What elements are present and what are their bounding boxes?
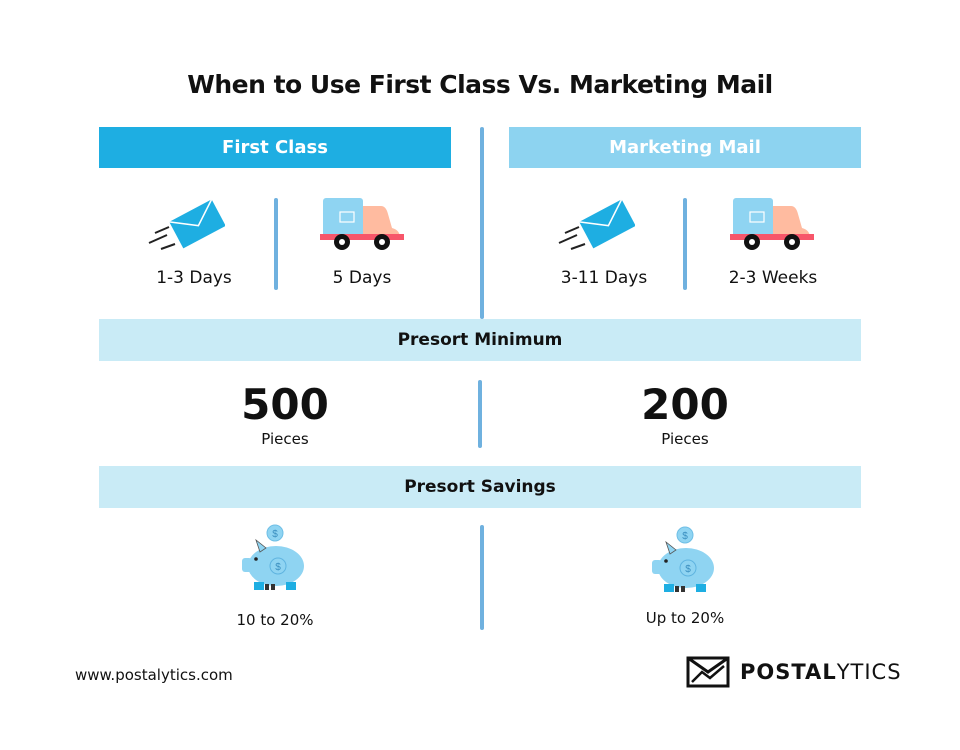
website-link[interactable]: www.postalytics.com <box>75 666 233 684</box>
flying-envelope-icon <box>148 199 225 250</box>
first-class-minimum-unit: Pieces <box>261 430 309 448</box>
first-class-header: First Class <box>99 127 451 168</box>
first-class-fast-label: 1-3 Days <box>156 268 232 288</box>
column-divider <box>480 127 484 319</box>
marketing-mail-header: Marketing Mail <box>509 127 861 168</box>
presort-minimum-band: Presort Minimum <box>99 319 861 361</box>
first-class-minimum: 500 <box>241 380 329 429</box>
piggy-bank-icon: $ $ <box>242 524 304 590</box>
svg-text:$: $ <box>685 564 691 575</box>
first-class-slow-label: 5 Days <box>332 268 392 288</box>
svg-text:$: $ <box>275 562 281 573</box>
svg-text:$: $ <box>272 529 278 540</box>
logo-text-bold: POSTAL <box>740 660 837 684</box>
delivery-divider <box>683 198 687 290</box>
piggy-bank-icon: $ $ <box>652 526 714 592</box>
delivery-truck-icon <box>320 198 404 250</box>
postalytics-logo: POSTALYTICS <box>686 656 902 688</box>
delivery-divider <box>274 198 278 290</box>
marketing-fast-label: 3-11 Days <box>560 268 648 288</box>
flying-envelope-icon <box>558 199 635 250</box>
first-class-savings: 10 to 20% <box>236 611 314 629</box>
presort-savings-band: Presort Savings <box>99 466 861 508</box>
page-title: When to Use First Class Vs. Marketing Ma… <box>187 70 773 99</box>
marketing-minimum: 200 <box>641 380 729 429</box>
savings-divider <box>480 525 484 630</box>
envelope-chart-icon <box>686 656 730 688</box>
marketing-savings: Up to 20% <box>645 609 725 627</box>
marketing-minimum-unit: Pieces <box>661 430 709 448</box>
minimum-divider <box>478 380 482 448</box>
logo-text-regular: YTICS <box>836 660 902 684</box>
marketing-slow-label: 2-3 Weeks <box>728 268 818 288</box>
delivery-truck-icon <box>730 198 814 250</box>
svg-text:$: $ <box>682 531 688 542</box>
